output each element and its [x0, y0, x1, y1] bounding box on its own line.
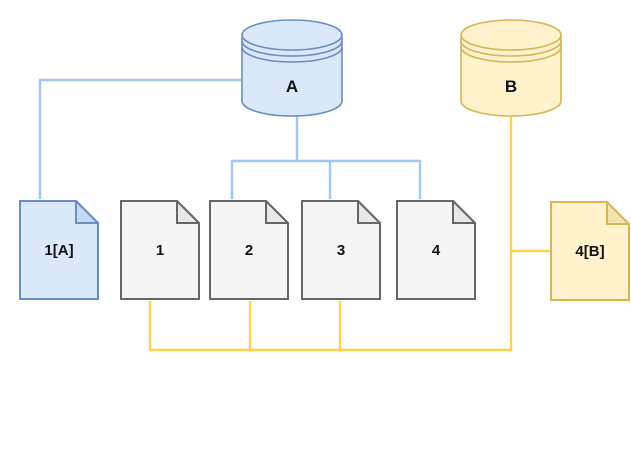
document-4b-label: 4[B]	[575, 242, 605, 260]
document-icon	[396, 200, 476, 300]
document-icon	[19, 200, 99, 300]
document-1-label: 1	[155, 241, 165, 259]
document-3: 3	[301, 200, 381, 300]
document-3-label: 3	[336, 241, 346, 259]
document-1: 1	[120, 200, 200, 300]
database-a-label: A	[285, 77, 299, 96]
database-cylinder-icon	[460, 19, 562, 117]
document-1a: 1[A]	[19, 200, 99, 300]
document-1a-label: 1[A]	[44, 241, 74, 259]
document-icon	[550, 201, 630, 301]
database-b-label: B	[504, 77, 518, 96]
document-icon	[209, 200, 289, 300]
document-2: 2	[209, 200, 289, 300]
edge-a-to-1a	[38, 78, 241, 199]
document-4-label: 4	[431, 241, 441, 259]
database-cylinder-icon	[241, 19, 343, 117]
document-4: 4	[396, 200, 476, 300]
database-a: A	[241, 19, 343, 117]
edge-a-bus	[230, 159, 422, 199]
document-4b: 4[B]	[550, 201, 630, 301]
database-b: B	[460, 19, 562, 117]
document-2-label: 2	[244, 241, 254, 259]
document-icon	[301, 200, 381, 300]
document-icon	[120, 200, 200, 300]
